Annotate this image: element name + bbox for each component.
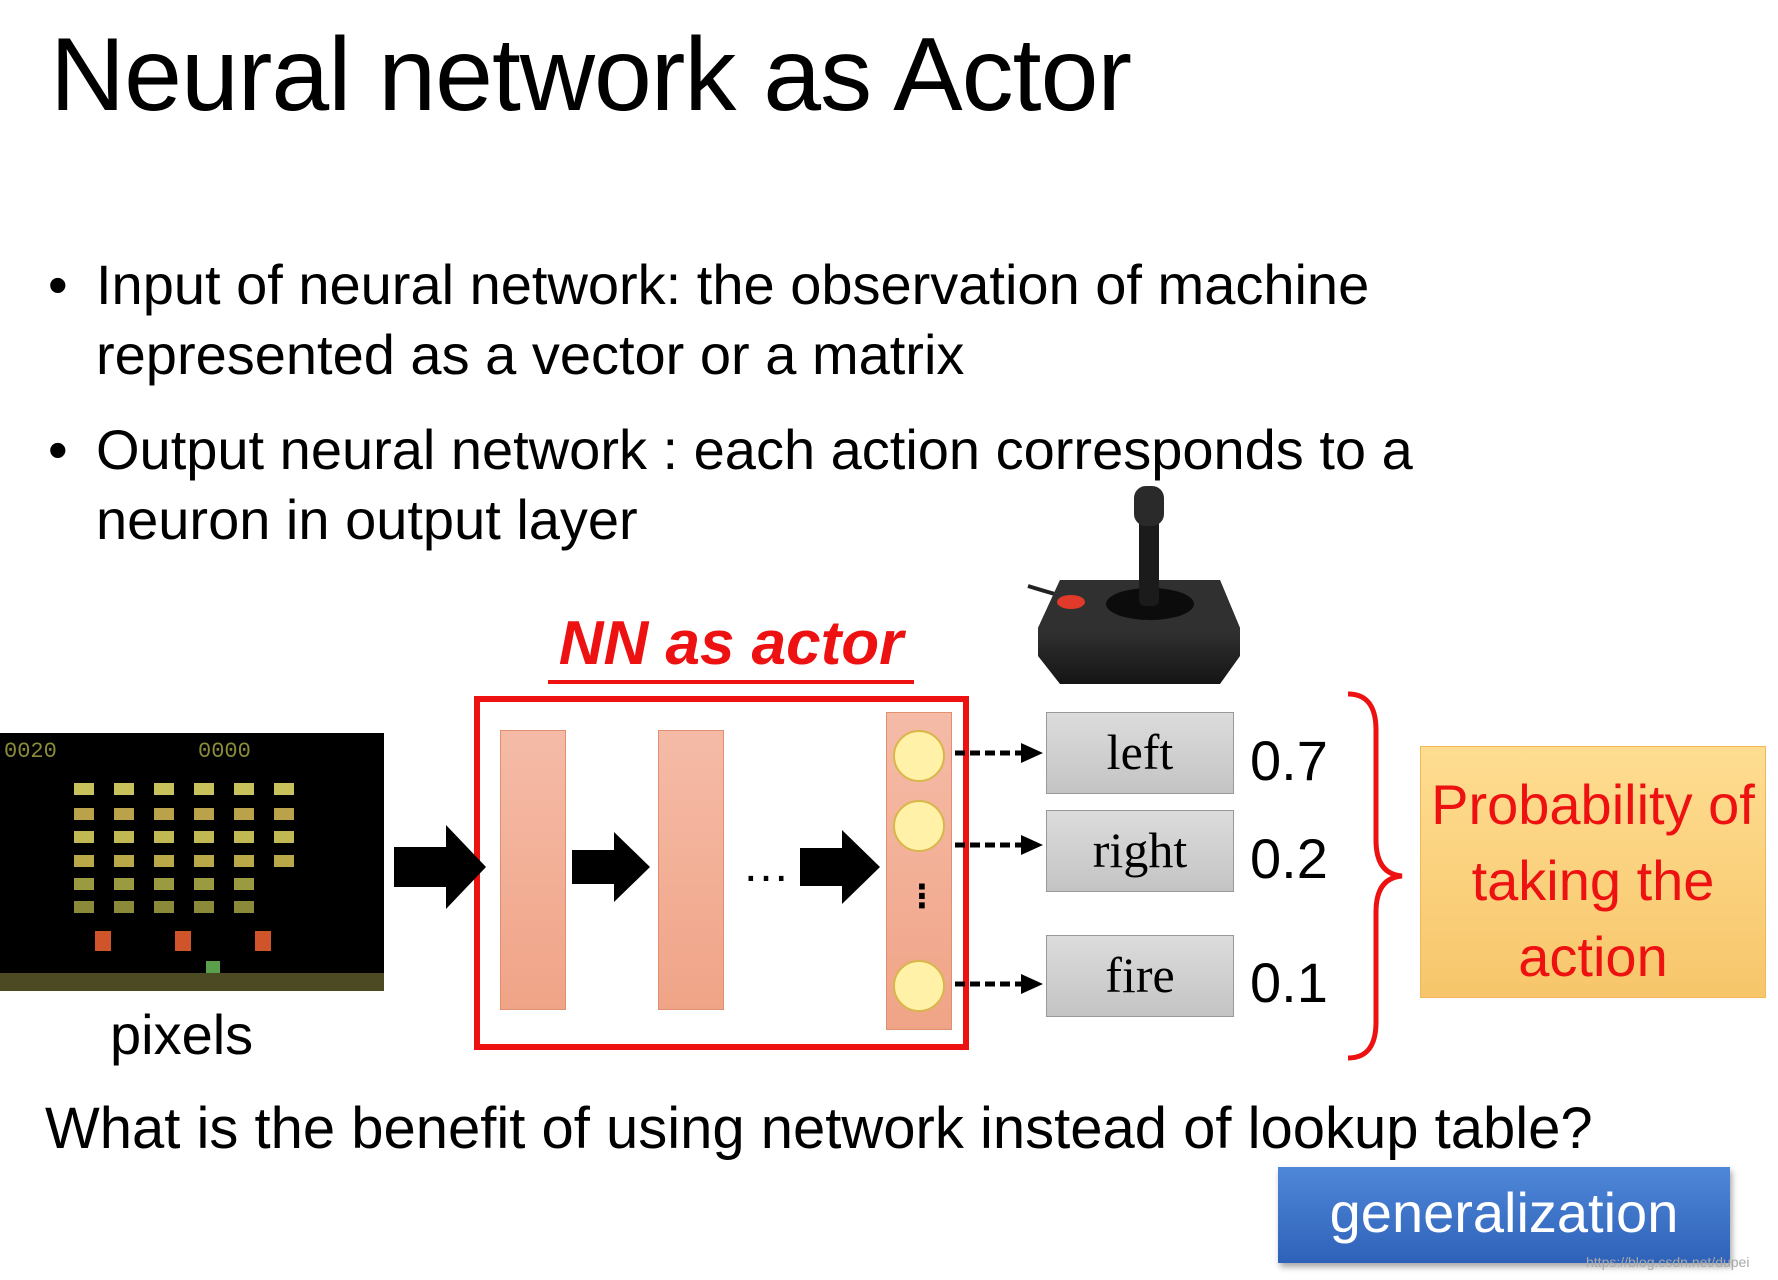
invader-sprite	[154, 855, 174, 867]
arrow-right-icon	[955, 743, 1043, 763]
score-right: 0000	[198, 739, 251, 764]
action-fire: fire	[1046, 935, 1234, 1017]
invader-sprite	[154, 783, 174, 795]
invader-sprite	[154, 808, 174, 820]
invader-sprite	[194, 831, 214, 843]
invader-sprite	[154, 831, 174, 843]
joystick-icon	[1027, 486, 1240, 684]
invader-sprite	[114, 901, 134, 913]
invader-sprite	[194, 901, 214, 913]
arrow-right-icon	[955, 835, 1043, 855]
watermark: https://blog.csdn.net/dupei	[1586, 1254, 1750, 1270]
invader-sprite	[234, 901, 254, 913]
neuron-vertical-dots: ⋮	[906, 878, 938, 914]
layer-ellipsis: …	[742, 839, 790, 892]
invader-sprite	[234, 855, 254, 867]
invader-sprite	[234, 783, 254, 795]
action-left: left	[1046, 712, 1234, 794]
invader-sprite	[234, 831, 254, 843]
invader-sprite	[114, 855, 134, 867]
game-screen: 0020 0000	[0, 733, 384, 991]
answer-generalization: generalization	[1278, 1167, 1730, 1263]
invader-sprite	[194, 855, 214, 867]
score-left: 0020	[4, 739, 57, 764]
hidden-layer-1	[500, 730, 566, 1010]
output-neuron-left	[893, 730, 945, 782]
invader-sprite	[274, 808, 294, 820]
nn-label-underline	[548, 680, 914, 684]
invader-sprite	[194, 878, 214, 890]
bullet-text: Output neural network : each action corr…	[96, 418, 1413, 551]
invader-sprite	[274, 783, 294, 795]
invader-sprite	[114, 878, 134, 890]
invader-sprite	[154, 901, 174, 913]
arrow-right-icon	[955, 974, 1043, 994]
invader-sprite	[74, 831, 94, 843]
invader-sprite	[114, 808, 134, 820]
invader-sprite	[234, 808, 254, 820]
invader-sprite	[114, 783, 134, 795]
invader-sprite	[74, 855, 94, 867]
prob-fire: 0.1	[1250, 951, 1328, 1014]
hidden-layer-2	[658, 730, 724, 1010]
invader-sprite	[114, 831, 134, 843]
prob-left: 0.7	[1250, 729, 1328, 792]
invader-sprite	[194, 783, 214, 795]
output-neuron-fire	[893, 960, 945, 1012]
question-text: What is the benefit of using network ins…	[45, 1096, 1593, 1161]
prob-right: 0.2	[1250, 827, 1328, 890]
probability-note: Probability of taking the action	[1420, 746, 1766, 998]
action-right: right	[1046, 810, 1234, 892]
invader-sprite	[274, 855, 294, 867]
invader-sprite	[154, 878, 174, 890]
arrow-right-icon	[572, 832, 650, 902]
invader-grid	[74, 783, 294, 913]
arrow-right-icon	[394, 825, 486, 909]
nn-label: NN as actor	[558, 609, 904, 678]
invader-sprite	[74, 808, 94, 820]
invader-sprite	[74, 901, 94, 913]
invader-sprite	[234, 878, 254, 890]
bullet-marker: •	[48, 253, 68, 316]
arrow-right-icon	[800, 830, 880, 904]
input-label: pixels	[110, 1003, 254, 1066]
invader-sprite	[194, 808, 214, 820]
invader-sprite	[74, 878, 94, 890]
game-sprites: 0020 0000	[0, 739, 384, 991]
bullet-text: Input of neural network: the observation…	[96, 253, 1370, 386]
invader-sprite	[274, 831, 294, 843]
output-neuron-right	[893, 800, 945, 852]
bullet-marker: •	[48, 418, 68, 481]
brace-right-icon	[1347, 691, 1403, 1061]
invader-sprite	[74, 783, 94, 795]
slide-title: Neural network as Actor	[50, 17, 1132, 133]
